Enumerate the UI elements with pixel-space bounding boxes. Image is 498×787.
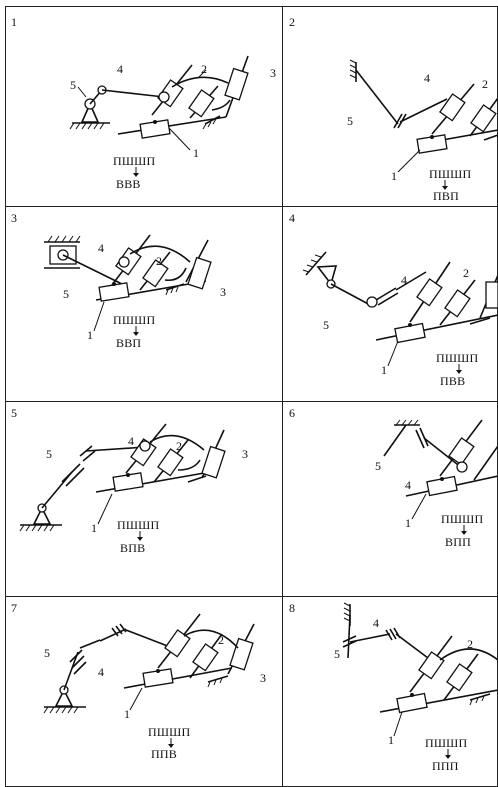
code-bottom: ВПВ bbox=[120, 541, 145, 555]
label-5: 5 bbox=[323, 318, 329, 332]
code-bottom: ППП bbox=[432, 759, 459, 773]
code-top: ПШШП bbox=[113, 313, 155, 327]
code-top: ПШШП bbox=[436, 351, 478, 365]
label-2: 2 bbox=[218, 633, 224, 647]
label-4: 4 bbox=[117, 62, 123, 76]
code-top: ПШШП bbox=[117, 518, 159, 532]
code-top: ПШШП bbox=[429, 167, 471, 181]
label-5: 5 bbox=[44, 646, 50, 660]
panel-1: 1 1 2 3 4 5 bbox=[11, 15, 276, 191]
label-4: 4 bbox=[401, 273, 407, 287]
label-2: 2 bbox=[176, 439, 182, 453]
label-3: 3 bbox=[220, 285, 226, 299]
panel-number: 2 bbox=[289, 15, 295, 29]
code-bottom: ППВ bbox=[151, 747, 177, 761]
panel-3: 3 1 2 3 4 5 ПШШП ВВП bbox=[11, 211, 226, 350]
panel-7: 7 1 2 3 4 5 ПШШП ППВ bbox=[11, 601, 266, 761]
label-3: 3 bbox=[242, 447, 248, 461]
label-1: 1 bbox=[391, 169, 397, 183]
label-1: 1 bbox=[381, 363, 387, 377]
label-2: 2 bbox=[463, 266, 469, 280]
code-top: ПШШП bbox=[148, 725, 190, 739]
code-bottom: ВПП bbox=[445, 535, 471, 549]
panel-number: 4 bbox=[289, 211, 295, 225]
label-1: 1 bbox=[388, 733, 394, 747]
code-top: ПШШП bbox=[425, 736, 467, 750]
label-3: 3 bbox=[270, 66, 276, 80]
panel-number: 1 bbox=[11, 15, 17, 29]
label-5: 5 bbox=[375, 459, 381, 473]
label-4: 4 bbox=[98, 665, 104, 679]
label-1: 1 bbox=[124, 707, 130, 721]
label-2: 2 bbox=[201, 62, 207, 76]
panel-8: 8 1 2 4 5 ПШШП ППП bbox=[289, 601, 498, 773]
panel-number: 3 bbox=[11, 211, 17, 225]
panel-4: 4 1 2 4 5 ПШШП ПВВ bbox=[289, 211, 498, 388]
label-5: 5 bbox=[70, 78, 76, 92]
label-5: 5 bbox=[334, 647, 340, 661]
label-1: 1 bbox=[91, 521, 97, 535]
code-top: ПШШП bbox=[113, 154, 155, 168]
code-bottom: ПВВ bbox=[440, 374, 465, 388]
panel-5: 5 1 2 3 4 5 ПШШП ВПВ bbox=[11, 406, 248, 555]
label-1: 1 bbox=[87, 328, 93, 342]
label-1: 1 bbox=[405, 516, 411, 530]
label-4: 4 bbox=[405, 478, 411, 492]
panel-2: 2 1 2 4 5 ПШШП ПВП bbox=[289, 15, 498, 203]
label-2: 2 bbox=[156, 254, 162, 268]
label-2: 2 bbox=[482, 77, 488, 91]
panel-number: 5 bbox=[11, 406, 17, 420]
code-bottom: ВВВ bbox=[116, 177, 141, 191]
label-4: 4 bbox=[373, 616, 379, 630]
label-1: 1 bbox=[193, 146, 199, 160]
panel-number: 6 bbox=[289, 406, 295, 420]
label-4: 4 bbox=[424, 71, 430, 85]
code-bottom: ВВП bbox=[116, 336, 141, 350]
label-4: 4 bbox=[128, 434, 134, 448]
code-bottom: ПВП bbox=[433, 189, 459, 203]
code-top: ПШШП bbox=[441, 512, 483, 526]
label-5: 5 bbox=[347, 114, 353, 128]
label-5: 5 bbox=[63, 287, 69, 301]
label-3: 3 bbox=[260, 671, 266, 685]
label-5: 5 bbox=[46, 447, 52, 461]
label-4: 4 bbox=[98, 241, 104, 255]
panel-6: 6 1 4 5 ПШШП ВПП bbox=[289, 406, 498, 549]
panel-number: 8 bbox=[289, 601, 295, 615]
label-2: 2 bbox=[467, 637, 473, 651]
panel-number: 7 bbox=[11, 601, 17, 615]
